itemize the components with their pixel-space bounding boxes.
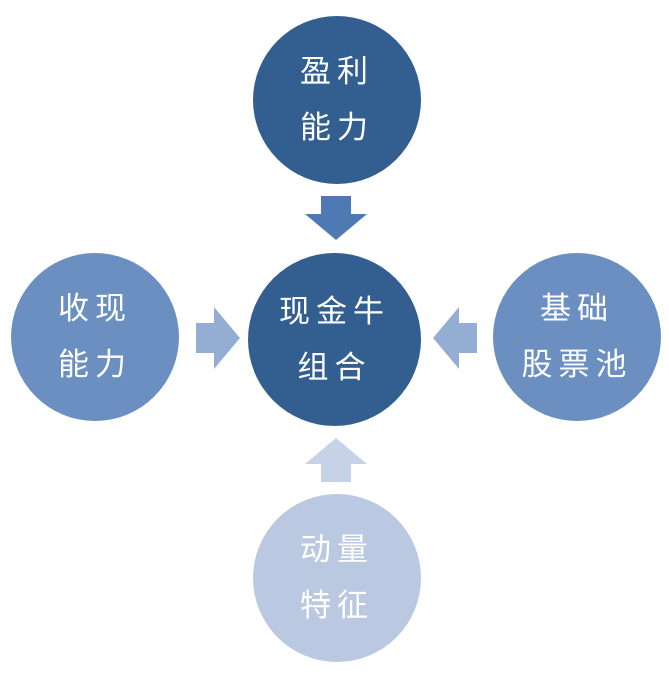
base-stock-pool-node: 基础 股票池	[493, 253, 661, 421]
cash-collection-line1: 收现	[58, 291, 132, 327]
momentum-feature-node: 动量 特征	[253, 494, 421, 662]
profitability-line1: 盈利	[300, 54, 374, 90]
cash-cow-portfolio-line2: 组合	[297, 349, 372, 386]
base-stock-pool-line2: 股票池	[521, 347, 633, 383]
momentum-feature-line1: 动量	[300, 532, 374, 568]
base-stock-pool-line1: 基础	[540, 291, 614, 327]
cash-collection-node: 收现 能力	[11, 253, 179, 421]
arrow-up-icon	[305, 438, 367, 482]
profitability-line2: 能力	[300, 110, 374, 146]
arrow-right-icon	[196, 307, 240, 369]
cash-collection-line2: 能力	[58, 347, 132, 383]
arrow-down-icon	[305, 196, 367, 240]
arrow-left-icon	[433, 307, 477, 369]
profitability-node: 盈利 能力	[253, 16, 421, 184]
momentum-feature-line2: 特征	[300, 588, 374, 624]
cash-cow-portfolio-node: 现金牛 组合	[248, 253, 421, 426]
cash-cow-portfolio-line1: 现金牛	[279, 293, 390, 330]
